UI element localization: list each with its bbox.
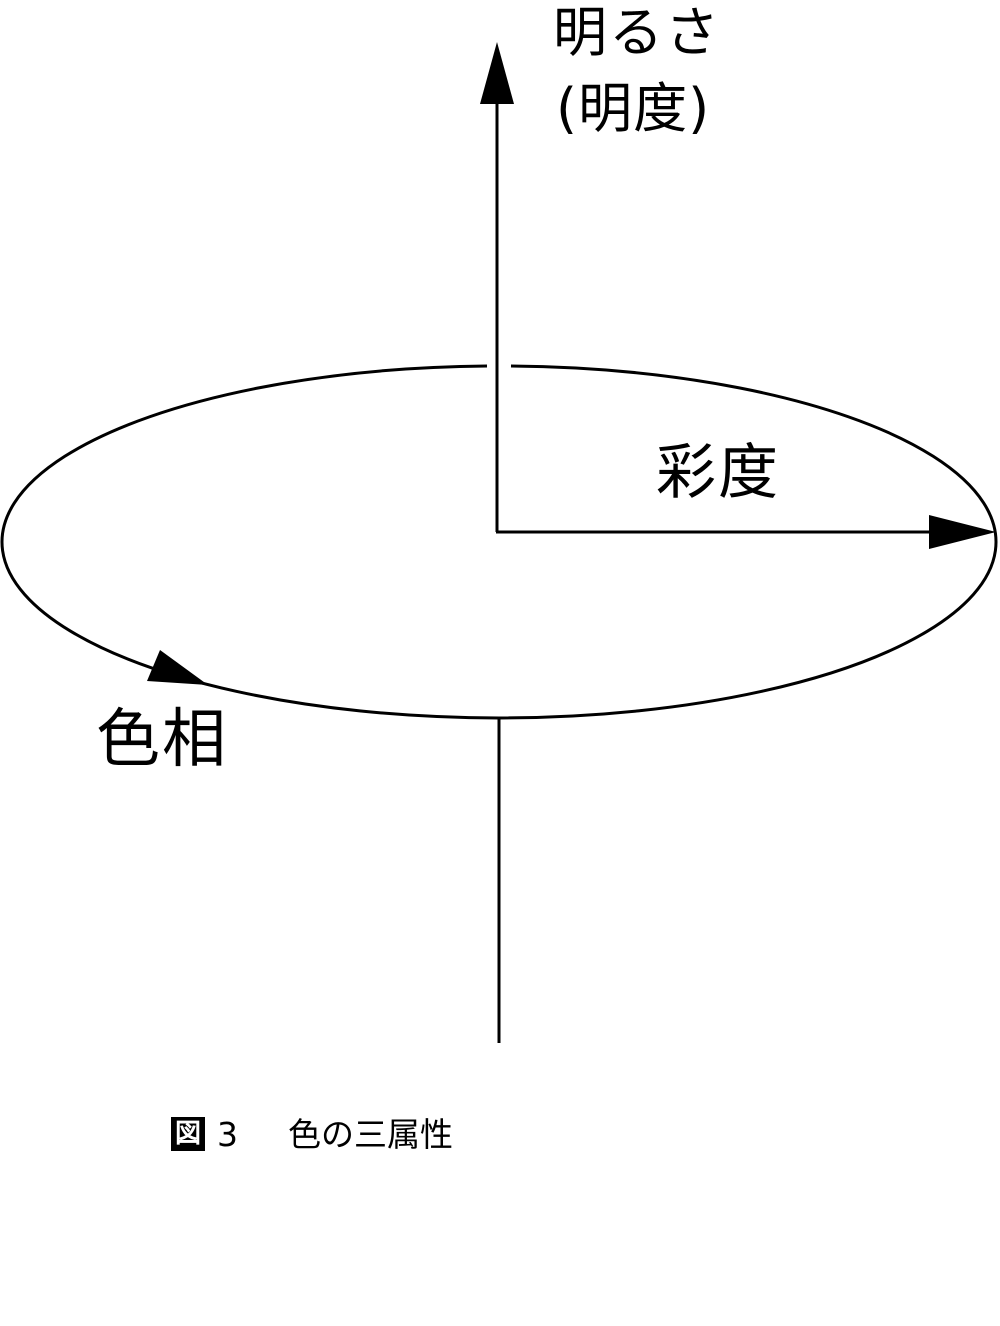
lightness-axis-sublabel: (明度) [556, 77, 711, 140]
chroma-arrowhead [929, 515, 996, 549]
caption-figure-number: 3 [217, 1114, 238, 1154]
figure-caption: 図 3 色の三属性 [171, 1117, 453, 1151]
lightness-arrowhead [480, 42, 514, 104]
hue-label: 色相 [96, 703, 228, 777]
caption-figure-marker: 図 [171, 1117, 205, 1151]
hue-ellipse [0, 364, 998, 720]
hue-arrowhead [147, 650, 208, 685]
caption-title: 色の三属性 [288, 1114, 453, 1154]
chroma-axis-label: 彩度 [656, 438, 780, 508]
lightness-axis-label: 明るさ [553, 1, 721, 64]
